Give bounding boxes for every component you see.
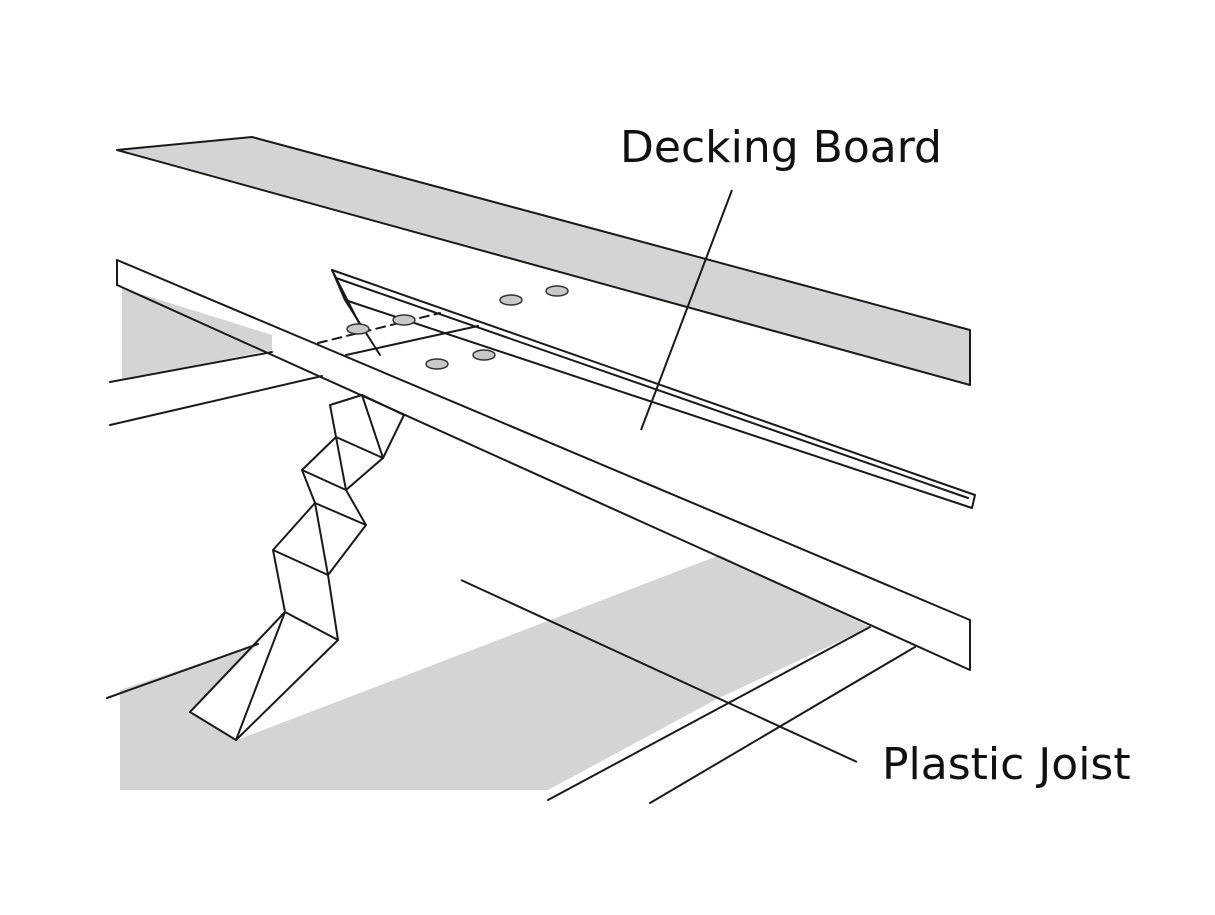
plastic-joist-beam: [116, 259, 971, 671]
fixing-holes: [346, 285, 569, 370]
decking-board-label: Decking Board: [620, 122, 942, 173]
decking-board-leader: [640, 189, 733, 431]
plastic-joist-label: Plastic Joist: [882, 739, 1131, 790]
decking-board-plank: [116, 136, 971, 386]
plastic-joist-leader: [460, 579, 858, 763]
ground-area: [106, 288, 916, 804]
joist-support-leg: [189, 394, 405, 741]
